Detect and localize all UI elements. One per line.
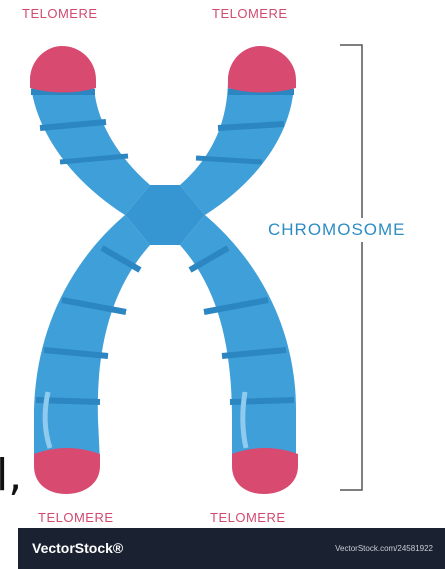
- chromosome-label: CHROMOSOME: [268, 218, 406, 242]
- telomere-cap-bottom-right: [232, 448, 298, 494]
- telomere-label-top-right: TELOMERE: [212, 6, 288, 21]
- telomere-label-bottom-right: TELOMERE: [210, 510, 286, 525]
- telomere-label-top-left: TELOMERE: [22, 6, 98, 21]
- vectorstock-logo: VectorStock®: [32, 540, 123, 556]
- stray-text: l,: [0, 450, 22, 501]
- telomere-cap-bottom-left: [34, 448, 100, 494]
- chromosome-bracket: [340, 45, 362, 490]
- footer-credit: VectorStock.com/24581922: [335, 544, 433, 553]
- telomere-cap-top-right: [228, 46, 296, 93]
- watermark-footer: VectorStock® VectorStock.com/24581922: [18, 528, 445, 569]
- telomere-label-bottom-left: TELOMERE: [38, 510, 114, 525]
- telomere-cap-top-left: [30, 46, 96, 93]
